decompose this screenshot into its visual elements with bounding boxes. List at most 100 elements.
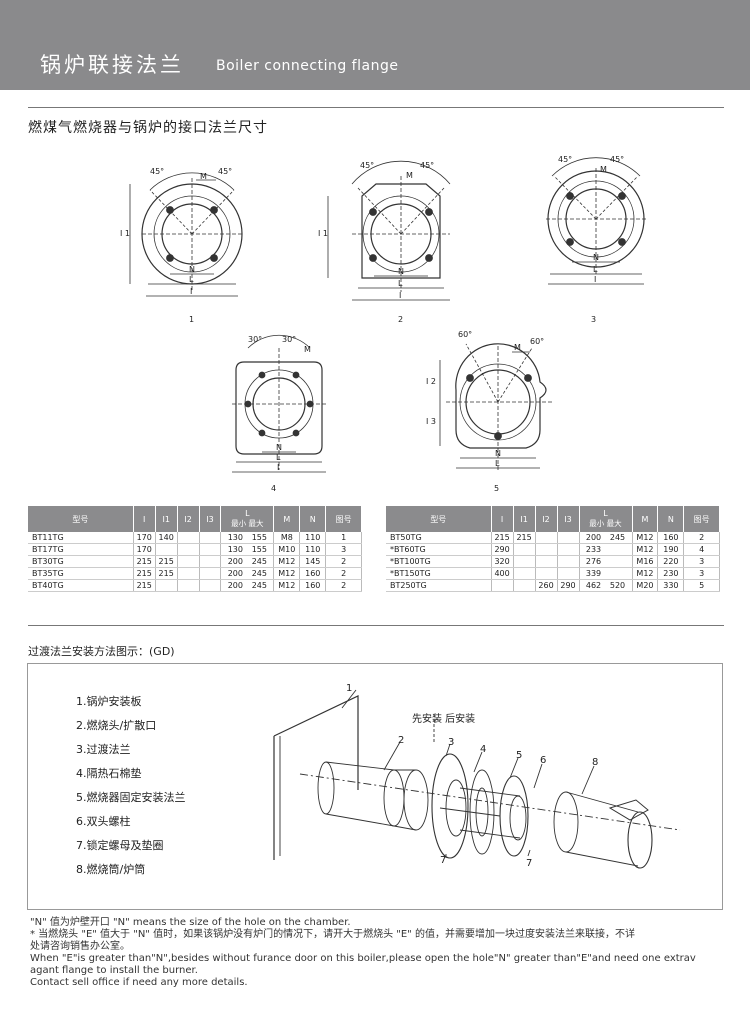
table-cell-fig: 3: [325, 543, 362, 556]
table-cell-n: 160: [299, 579, 327, 592]
table-cell-n: 160: [299, 567, 327, 580]
part-number-2: 2: [398, 735, 405, 746]
col-i2: I2: [535, 506, 558, 532]
l-min-value: 200: [227, 557, 243, 566]
table-cell-i3: [557, 567, 580, 580]
legend-item: 6.双头螺柱: [76, 815, 131, 828]
fig2-m-label: M: [406, 171, 413, 180]
fig2-i-label: I: [399, 291, 401, 300]
fig3-l-label: L: [593, 265, 598, 274]
part-number-4: 4: [480, 744, 487, 755]
table-cell-i: 170: [133, 543, 156, 556]
table-cell-i3: [557, 543, 580, 556]
l-max-value: 520: [609, 581, 626, 590]
fig1-angle-label-2: 45°: [218, 167, 232, 176]
table-cell-i: 290: [491, 543, 514, 556]
fig4-angle-label-2: 30°: [282, 335, 296, 344]
table-cell-n: 190: [657, 543, 685, 556]
figure-2: [327, 160, 451, 301]
l-max-value: 155: [251, 533, 267, 542]
l-min-value: 130: [227, 533, 243, 542]
table-cell-model: *BT60TG: [386, 543, 492, 556]
divider: [28, 107, 724, 108]
col-n: N: [657, 506, 685, 532]
col-i: I: [133, 506, 156, 532]
fig3-i-label: I: [594, 275, 596, 284]
col-l-label: L: [603, 509, 608, 518]
table-cell-m: M12: [273, 567, 301, 580]
table-cell-m: M12: [273, 579, 301, 592]
legend-item: 5.燃烧器固定安装法兰: [76, 791, 186, 804]
table-cell-i: 215: [133, 555, 156, 568]
table-cell-fig: 2: [325, 579, 362, 592]
table-cell-i2: [535, 555, 558, 568]
fig4-angle-label: 30°: [248, 335, 262, 344]
fig5-i2-label: I 2: [426, 377, 436, 386]
col-model: 型号: [386, 506, 492, 532]
fig2-angle-label-2: 45°: [420, 161, 434, 170]
l-max-value: 245: [251, 569, 267, 578]
fig4-l-label: L: [276, 453, 281, 462]
table-cell-lmin: 233: [579, 543, 633, 556]
install-order-callout: 先安装 后安装: [412, 714, 476, 725]
part-number-7b: 7: [526, 858, 533, 869]
figure-4-number: 4: [271, 484, 276, 493]
table-cell-i3: [199, 567, 222, 580]
figure-1: [129, 172, 243, 297]
table-cell-model: BT11TG: [28, 532, 134, 544]
table-cell-i: 215: [133, 579, 156, 592]
legend-item: 8.燃烧筒/炉筒: [76, 863, 146, 876]
table-cell-m: M8: [273, 532, 301, 544]
legend-item: 7.锁定螺母及垫圈: [76, 839, 164, 852]
legend-item: 3.过渡法兰: [76, 743, 131, 756]
table-cell-i2: [177, 579, 200, 592]
header-banner: 锅炉联接法兰 Boiler connecting flange: [0, 0, 750, 90]
l-max-value: 245: [251, 557, 267, 566]
fig1-angle-label: 45°: [150, 167, 164, 176]
table-cell-n: 330: [657, 579, 685, 592]
col-i2: I2: [177, 506, 200, 532]
fig5-angle-label: 60°: [458, 330, 472, 339]
table-cell-fig: 4: [683, 543, 720, 556]
part-number-8: 8: [592, 757, 599, 768]
note-line: "N" 值为炉壁开口 "N" means the size of the hol…: [30, 917, 351, 928]
table-cell-i1: [513, 579, 536, 592]
fig5-m-label: M: [514, 343, 521, 352]
table-cell-i: 215: [133, 567, 156, 580]
installation-panel: [27, 663, 723, 910]
installation-title: 过渡法兰安装方法图示：(GD): [28, 645, 175, 658]
figure-5-number: 5: [494, 484, 499, 493]
fig1-n-label: N: [189, 265, 195, 274]
installation-legend: 1.锅炉安装板 2.燃烧头/扩散口 3.过渡法兰 4.隔热石棉垫 5.燃烧器固定…: [76, 690, 186, 882]
fig3-n-label: N: [593, 253, 599, 262]
fig2-i1-label: I 1: [318, 229, 328, 238]
table-cell-model: BT35TG: [28, 567, 134, 580]
footnotes: "N" 值为炉壁开口 "N" means the size of the hol…: [30, 917, 696, 989]
col-fig: 图号: [683, 506, 720, 532]
table-cell-fig: 5: [683, 579, 720, 592]
table-cell-i1: [513, 543, 536, 556]
table-cell-fig: 2: [325, 555, 362, 568]
l-min-value: 200: [585, 533, 602, 542]
col-m: M: [273, 506, 301, 532]
l-min-value: 200: [227, 569, 243, 578]
table-cell-i2: [535, 567, 558, 580]
table-cell-i2: [177, 555, 200, 568]
table-cell-i: 320: [491, 555, 514, 568]
table-cell-i3: [557, 532, 580, 544]
table-cell-i: 170: [133, 532, 156, 544]
table-cell-i3: [199, 579, 222, 592]
fig5-l-label: L: [495, 459, 500, 468]
table-cell-n: 110: [299, 543, 327, 556]
table-cell-model: *BT100TG: [386, 555, 492, 568]
l-min-value: 233: [585, 545, 602, 554]
flange-diagrams: 45° 45° M I 1 N L I 1 45° 45° M I 1 N L …: [120, 155, 646, 493]
l-max-value: 245: [251, 581, 267, 590]
